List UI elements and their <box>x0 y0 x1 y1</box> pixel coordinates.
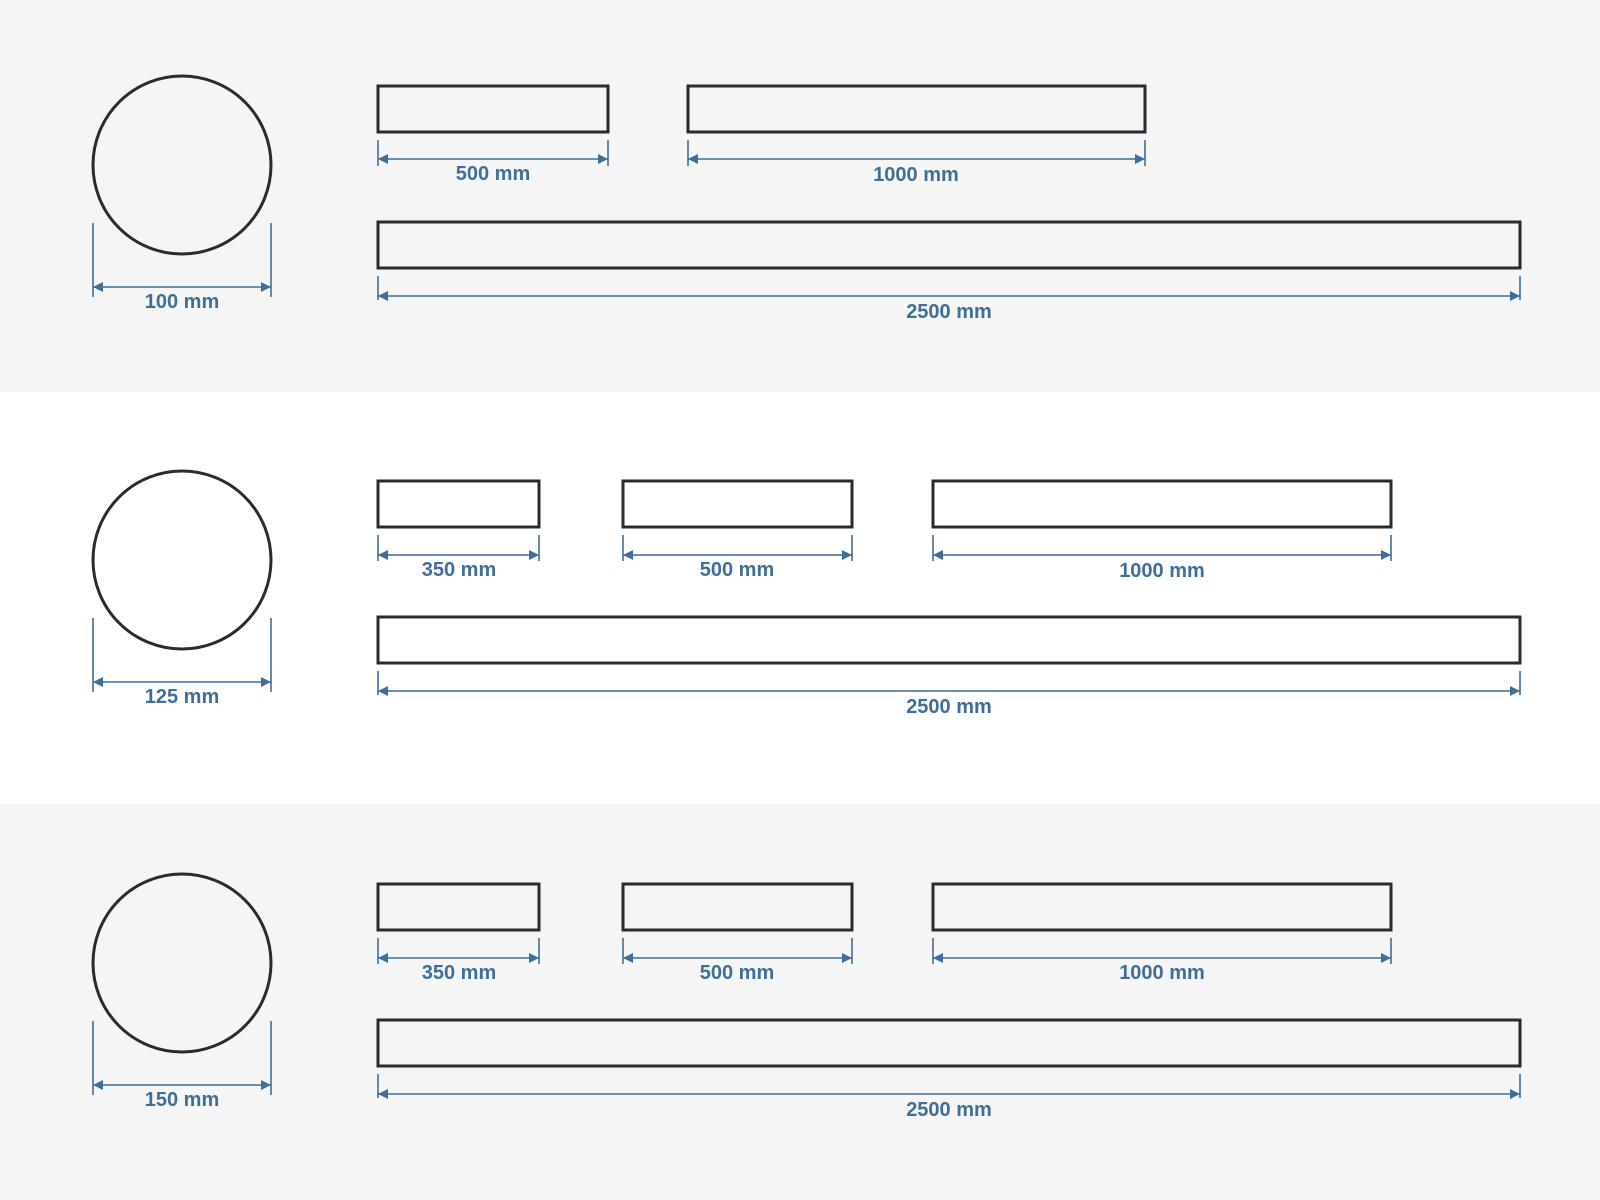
piece-label: 1000 mm <box>873 164 959 186</box>
diameter-label: 150 mm <box>145 1089 220 1111</box>
piece-dimension <box>377 535 540 561</box>
pipe-piece <box>931 882 1393 932</box>
diameter-dimension <box>92 618 272 692</box>
pipe-piece <box>621 882 854 932</box>
piece-label: 500 mm <box>456 163 531 185</box>
pipe-cross-section <box>91 469 273 651</box>
full-length-pipe <box>376 220 1522 270</box>
pipe-cross-section <box>91 74 273 256</box>
full-length-dimension <box>377 276 1521 301</box>
pipe-piece <box>376 84 610 134</box>
pipe-piece <box>931 479 1393 529</box>
piece-label: 350 mm <box>422 559 497 581</box>
piece-dimension <box>622 938 853 964</box>
row-2-background <box>0 392 1600 804</box>
row-2: 125 mm 350 mm 500 mm 1000 mm 2500 mm <box>91 469 1522 718</box>
piece-label: 1000 mm <box>1119 560 1205 582</box>
diameter-label: 100 mm <box>145 291 220 313</box>
row-3-background <box>0 804 1600 1200</box>
pipe-piece <box>686 84 1147 134</box>
piece-dimension <box>932 535 1392 561</box>
diameter-dimension <box>92 223 272 297</box>
full-length-label: 2500 mm <box>906 696 992 718</box>
diameter-dimension <box>92 1021 272 1095</box>
piece-label: 350 mm <box>422 962 497 984</box>
pipe-piece <box>376 479 541 529</box>
diameter-label: 125 mm <box>145 686 220 708</box>
piece-label: 500 mm <box>700 559 775 581</box>
full-length-label: 2500 mm <box>906 301 992 323</box>
full-length-pipe <box>376 1018 1522 1068</box>
piece-dimension <box>932 938 1392 964</box>
pipe-piece <box>621 479 854 529</box>
pipe-cross-section <box>91 872 273 1054</box>
row-1: 100 mm 500 mm 1000 mm 2500 mm <box>91 74 1522 323</box>
full-length-dimension <box>377 671 1521 696</box>
piece-dimension <box>687 140 1146 166</box>
full-length-dimension <box>377 1074 1521 1099</box>
full-length-pipe <box>376 615 1522 665</box>
row-3: 150 mm 350 mm 500 mm 1000 mm 2500 mm <box>91 872 1522 1121</box>
piece-label: 1000 mm <box>1119 962 1205 984</box>
piece-label: 500 mm <box>700 962 775 984</box>
pipe-piece <box>376 882 541 932</box>
piece-dimension <box>622 535 853 561</box>
full-length-label: 2500 mm <box>906 1099 992 1121</box>
piece-dimension <box>377 140 609 166</box>
piece-dimension <box>377 938 540 964</box>
